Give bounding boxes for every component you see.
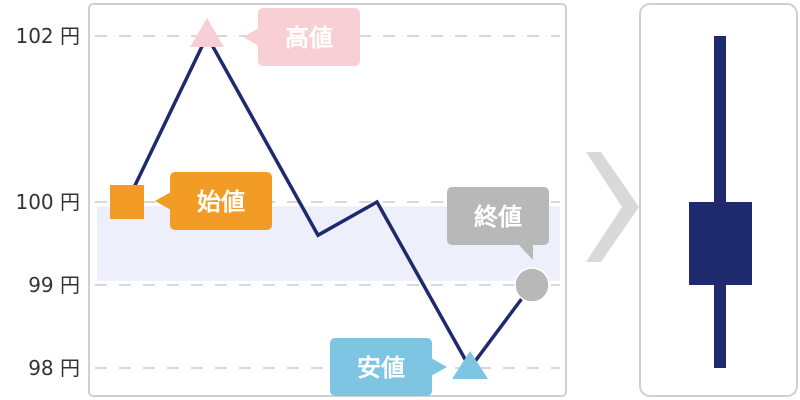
price-line bbox=[125, 32, 534, 372]
y-tick-label: 100 円 bbox=[15, 190, 80, 214]
y-axis-ticks: 102 円 100 円 99 円 98 円 bbox=[15, 24, 80, 380]
close-label: 終値 bbox=[474, 203, 522, 231]
open-label: 始値 bbox=[197, 188, 245, 216]
open-callout: 始値 bbox=[155, 172, 272, 230]
high-callout: 高値 bbox=[243, 8, 360, 66]
y-tick-label: 102 円 bbox=[15, 24, 80, 48]
y-tick-label: 99 円 bbox=[28, 273, 80, 297]
low-callout: 安値 bbox=[330, 338, 447, 396]
close-circle-marker bbox=[514, 267, 550, 303]
high-label: 高値 bbox=[285, 24, 333, 52]
candlestick-body bbox=[689, 202, 752, 285]
arrow-right-icon bbox=[586, 152, 639, 262]
low-label: 安値 bbox=[357, 354, 405, 382]
open-square-marker bbox=[110, 185, 144, 219]
high-triangle-marker bbox=[190, 18, 224, 47]
low-triangle-marker bbox=[452, 351, 488, 379]
close-callout: 終値 bbox=[447, 187, 549, 260]
line-chart-frame bbox=[88, 3, 567, 397]
y-tick-label: 98 円 bbox=[28, 356, 80, 380]
